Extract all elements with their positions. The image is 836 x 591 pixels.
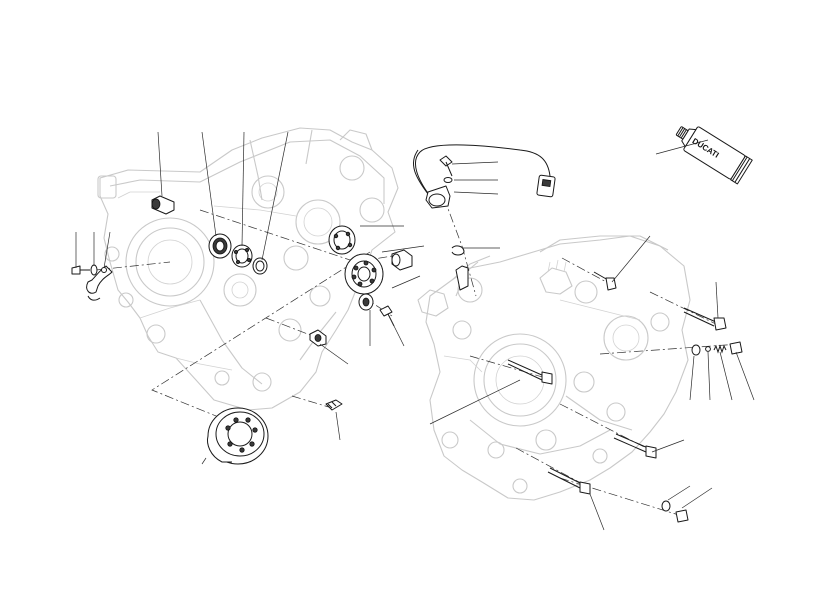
long-bolt-icon bbox=[613, 433, 657, 459]
long-bolt-icon bbox=[547, 467, 591, 495]
seal-ring-icon bbox=[358, 293, 374, 311]
plug-icon bbox=[309, 329, 327, 347]
washer-icon bbox=[90, 264, 98, 276]
spring-icon bbox=[713, 344, 727, 354]
wire-clip-icon bbox=[86, 265, 113, 301]
small-screw-icon bbox=[71, 265, 90, 275]
bearing-icon bbox=[231, 244, 253, 268]
left-crankcase-half bbox=[97, 127, 399, 411]
bearing-icon bbox=[208, 233, 232, 259]
circlip-icon bbox=[252, 257, 268, 275]
callout-lines bbox=[75, 131, 755, 531]
bushing-icon bbox=[391, 249, 413, 271]
bearing-icon bbox=[344, 253, 384, 295]
long-bolt-icon bbox=[507, 359, 553, 385]
long-bolt-icon bbox=[683, 307, 727, 331]
pin-icon bbox=[325, 399, 343, 411]
left-parts bbox=[71, 195, 413, 465]
washer-icon bbox=[691, 344, 701, 356]
stud-icon bbox=[455, 265, 469, 291]
main-bearing-icon bbox=[207, 407, 269, 465]
sealant-tube-icon: DUCATI bbox=[675, 126, 753, 185]
right-parts bbox=[455, 265, 743, 523]
ball-icon bbox=[705, 346, 711, 352]
washer-icon bbox=[661, 500, 671, 512]
dowel-pin-icon bbox=[151, 195, 175, 215]
screw-icon bbox=[593, 271, 617, 291]
bearing-icon bbox=[328, 225, 356, 255]
cap-screw-icon bbox=[729, 341, 743, 355]
cap-screw-icon bbox=[675, 509, 689, 523]
sensor-cable-icon bbox=[413, 144, 556, 256]
assembly-axes bbox=[95, 197, 741, 517]
